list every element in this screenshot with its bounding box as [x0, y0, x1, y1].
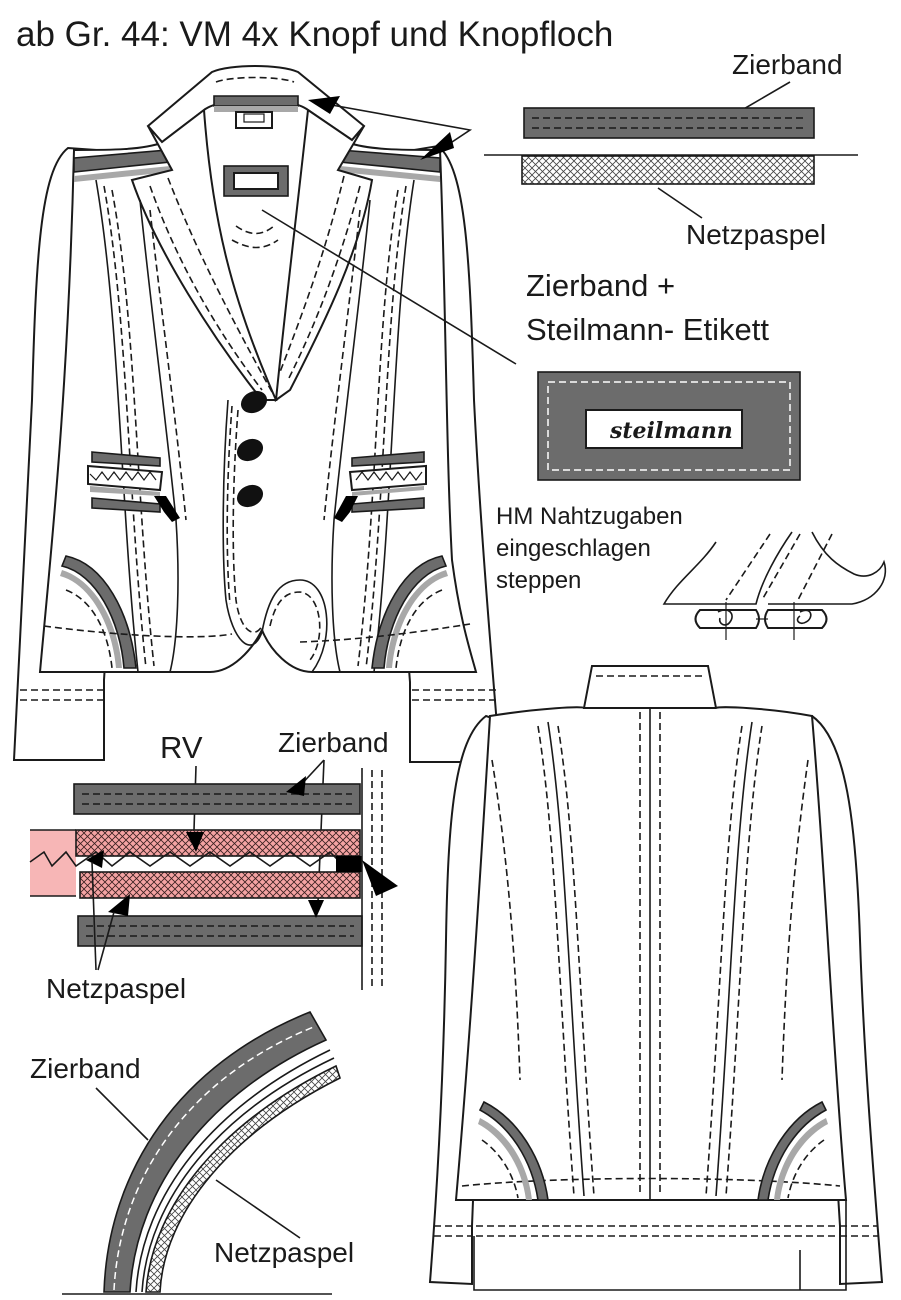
netzpaspel-lower — [79, 871, 361, 899]
arrow-pointer-icon — [186, 832, 204, 852]
label-netzpaspel-bottom: Netzpaspel — [214, 1237, 354, 1268]
zierband-upper — [73, 783, 361, 815]
arrow-pointer-icon — [420, 132, 454, 160]
zierband-strip — [523, 107, 815, 139]
label-zierband-etikett-line2: Steilmann- Etikett — [526, 312, 769, 347]
zierband-etikett-detail: Zierband + Steilmann- Etikett steilmann — [261, 209, 801, 481]
right-lapel — [274, 108, 374, 403]
arrow-pointer-icon — [86, 850, 104, 868]
zierband-lower — [77, 915, 363, 947]
netzpaspel-upper — [75, 829, 361, 857]
label-zierband-etikett-line1: Zierband + — [526, 268, 675, 303]
right-waist-zipper — [334, 451, 427, 522]
zipper-icon — [29, 850, 345, 868]
button-icon — [236, 484, 264, 508]
label-netzpaspel-top: Netzpaspel — [686, 219, 826, 250]
page-title: ab Gr. 44: VM 4x Knopf und Knopfloch — [16, 15, 613, 54]
back-collar — [582, 665, 718, 709]
front-jacket-view — [12, 65, 502, 763]
brand-label-icon — [537, 371, 801, 481]
label-zierband-mid: Zierband — [278, 727, 389, 758]
arrow-pointer-icon — [108, 894, 130, 916]
label-hm-line3: steppen — [496, 567, 581, 594]
brand-label-text: steilmann — [609, 418, 733, 444]
right-pocket-band — [371, 555, 448, 669]
label-zierband-bottom: Zierband — [30, 1053, 141, 1084]
zierband-netzpaspel-detail: Zierband Netzpaspel — [484, 49, 858, 250]
button-icon — [236, 438, 264, 462]
rv-zipper-detail: RV Zierband Netzpaspel — [29, 727, 398, 1004]
zipper-red-base — [30, 830, 76, 896]
label-rv: RV — [160, 730, 203, 765]
netzpaspel-strip — [521, 155, 815, 185]
arrow-pointer-icon — [308, 900, 324, 918]
arrow-pointer-icon — [308, 96, 340, 114]
arc-netzpaspel — [145, 1064, 341, 1293]
button-icon — [240, 390, 268, 414]
left-waist-zipper — [87, 451, 180, 522]
pocket-arc-detail: Zierband Netzpaspel — [30, 1010, 354, 1295]
back-body — [454, 706, 848, 1201]
hm-seam-detail: HM Nahtzugaben eingeschlagen steppen — [496, 503, 887, 640]
arrow-pointer-icon — [362, 860, 398, 896]
arrow-pointer-icon — [286, 776, 306, 796]
label-zierband-top: Zierband — [732, 49, 843, 80]
label-hm-line1: HM Nahtzugaben — [496, 503, 683, 530]
back-jacket-view — [428, 665, 884, 1291]
left-pocket-band — [60, 555, 137, 669]
front-buttons — [236, 390, 268, 508]
label-netzpaspel-mid: Netzpaspel — [46, 973, 186, 1004]
label-hm-line2: eingeschlagen — [496, 535, 651, 562]
arc-zierband — [103, 1010, 328, 1293]
